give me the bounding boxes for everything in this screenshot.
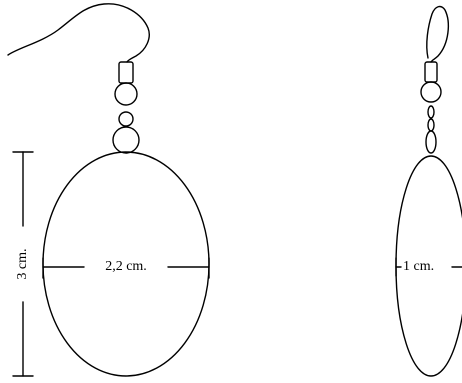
side-bail	[425, 130, 437, 154]
width-dimension	[42, 257, 210, 279]
thickness-dimension	[395, 257, 462, 277]
width-label: 2,2 cm.	[105, 259, 147, 274]
height-dimension	[12, 151, 34, 377]
height-label: 3 cm.	[15, 248, 30, 279]
front-lower-bead	[112, 126, 140, 154]
side-connector-tube	[424, 61, 438, 83]
front-upper-bead	[114, 82, 138, 106]
side-link-upper	[427, 105, 435, 119]
thickness-label: 1 cm.	[403, 259, 434, 274]
side-link-middle	[427, 118, 435, 132]
front-connector-tube	[118, 61, 134, 84]
side-bead	[420, 81, 442, 103]
front-link-ring	[118, 111, 134, 127]
front-earring	[7, 3, 210, 377]
side-earring	[395, 5, 462, 377]
front-ear-wire	[7, 3, 150, 63]
side-ear-wire	[426, 5, 450, 63]
